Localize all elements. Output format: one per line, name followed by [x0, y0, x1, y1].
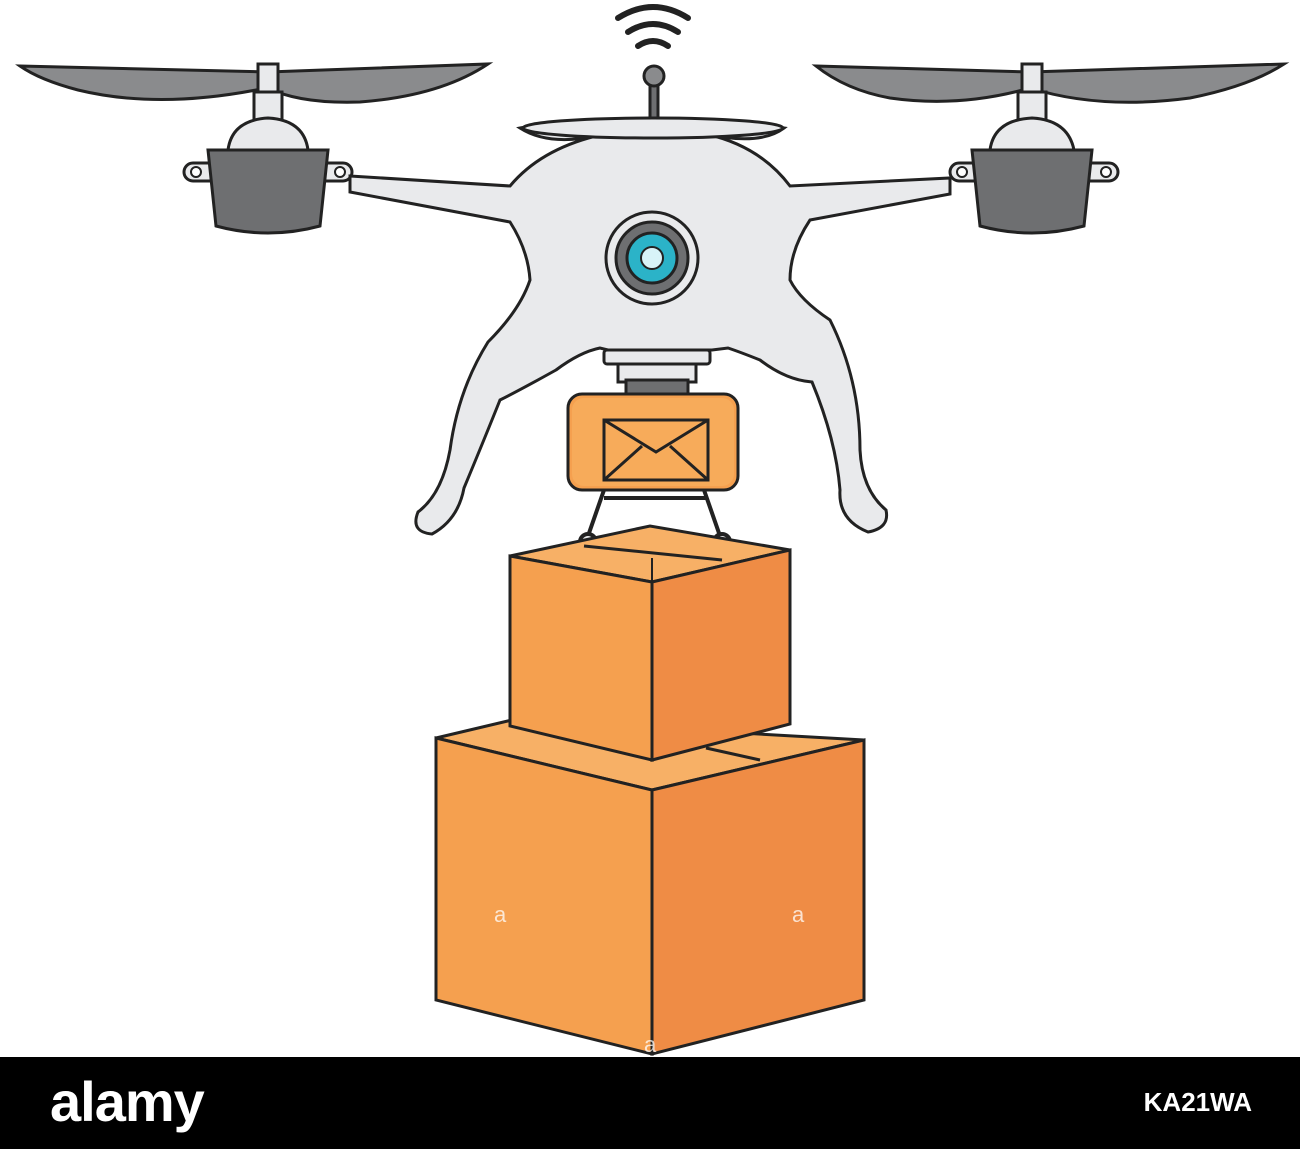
stock-photo-footer: alamy KA21WA: [0, 1057, 1300, 1149]
watermark-glyph: a: [644, 1032, 657, 1057]
drone-delivery-illustration: a a a a: [15, 4, 1290, 1057]
watermark-glyph: a: [494, 902, 507, 927]
brand-logo: alamy: [50, 1070, 205, 1133]
wifi-signal-icon: [615, 4, 691, 49]
mail-envelope-icon: [566, 392, 740, 492]
left-propeller: [15, 62, 494, 104]
watermark-glyph: a: [792, 386, 805, 411]
image-code: KA21WA: [1143, 1087, 1252, 1117]
antenna: [642, 64, 666, 132]
small-cardboard-box: a: [508, 386, 805, 762]
watermark-glyph: a: [792, 902, 805, 927]
right-propeller: [811, 62, 1290, 104]
left-motor: [182, 90, 354, 235]
large-cardboard-box: a a a: [434, 718, 866, 1057]
gimbal-mount: [602, 348, 712, 396]
right-motor: [948, 90, 1120, 235]
drone-body: [348, 116, 952, 536]
camera-lens: [604, 210, 700, 306]
